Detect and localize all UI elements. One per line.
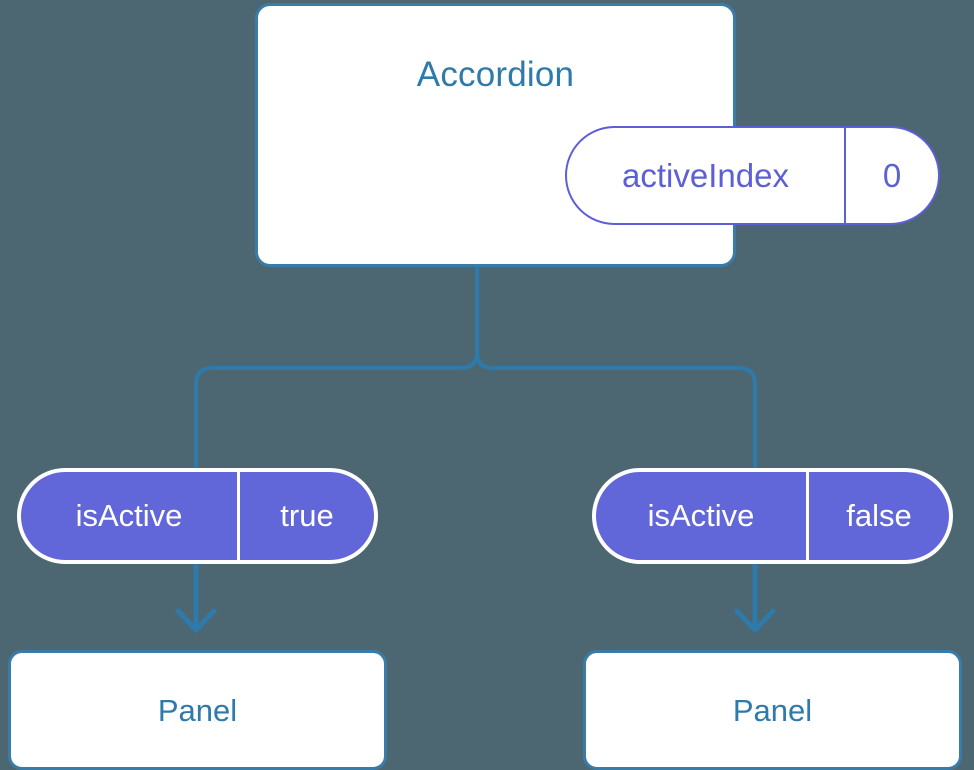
panel-right-card[interactable]: Panel [583,650,962,770]
accordion-state-value: 0 [882,156,902,194]
prop-pill-right[interactable]: isActive false [592,468,953,564]
accordion-state-key: activeIndex [567,128,846,223]
prop-left-to-panel-left-arrow [175,563,217,633]
branch-to-prop-right-line [475,265,757,470]
prop-pill-left-key: isActive [21,472,240,560]
panel-left-card[interactable]: Panel [8,650,387,770]
prop-right-to-panel-right-arrow [734,563,776,633]
panel-left-title: Panel [157,693,238,728]
prop-pill-right-value: false [846,498,912,533]
root-to-branch-stem-line [194,265,479,470]
prop-pill-left-value: true [280,498,334,533]
panel-right-title: Panel [732,693,813,728]
prop-pill-left[interactable]: isActive true [17,468,378,564]
accordion-state-pill[interactable]: activeIndex 0 [565,126,940,225]
prop-pill-right-key: isActive [596,472,809,560]
accordion-component-title: Accordion [416,55,575,94]
accordion-component-card[interactable]: Accordion activeIndex 0 [255,3,940,267]
